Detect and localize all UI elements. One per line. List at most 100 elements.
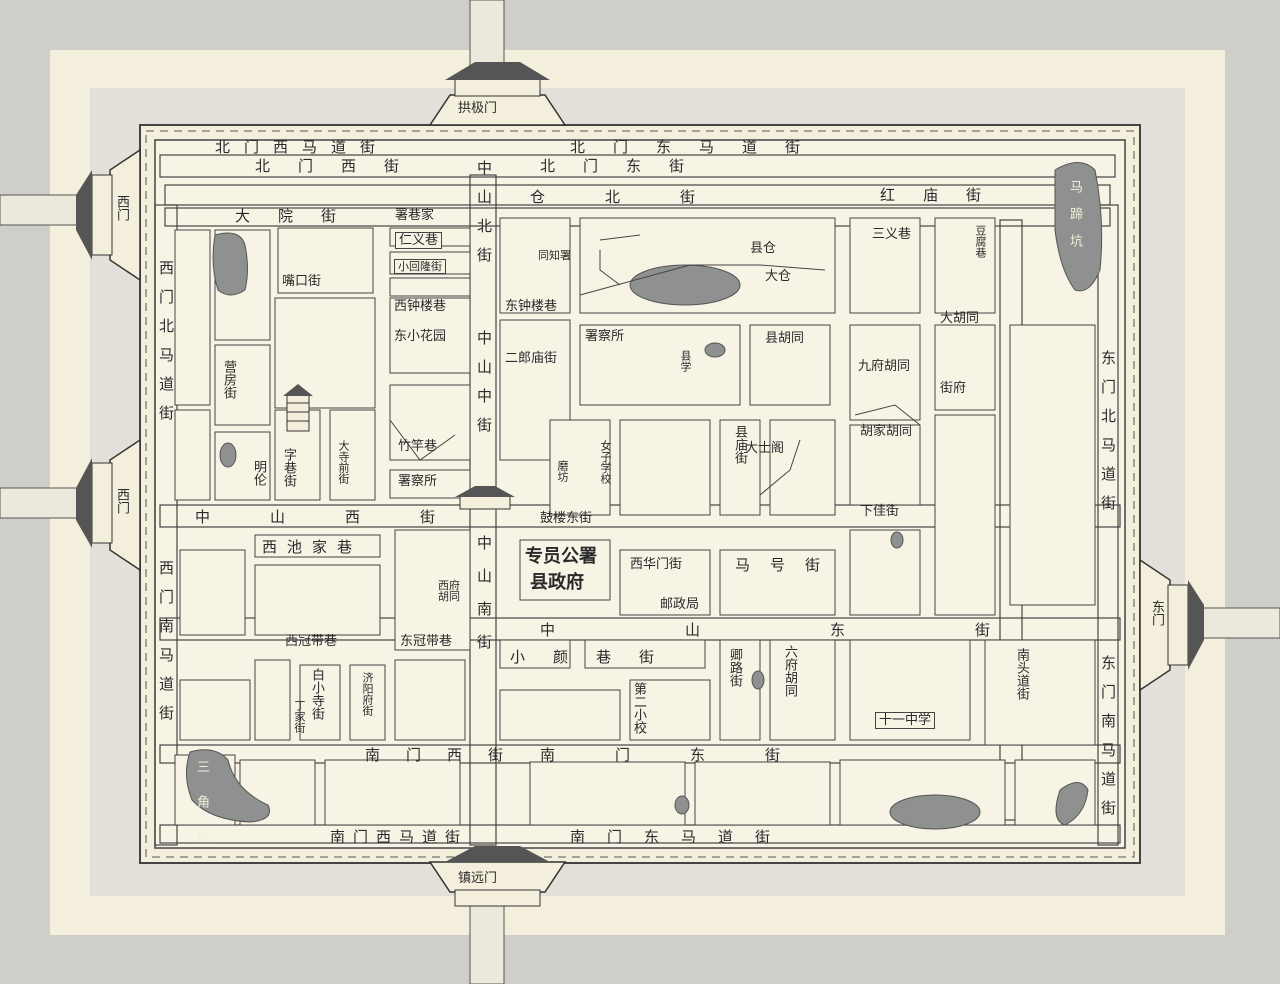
south-bridge [469,895,505,984]
street-nanmen-dong: 南门东街 [540,746,841,764]
west-bridge-north [0,194,91,226]
lane-xizhonglou: 西钟楼巷 [394,299,447,314]
lane-xianxue: 县学 [679,350,692,372]
street-xiaoyan: 小颜巷街 [510,648,683,666]
lane-dahutong: 大胡同 [940,311,980,326]
street-mahao: 马号街 [735,556,841,574]
lane-yingfang: 营房街 [221,360,236,399]
lane-mingxi: 明伦 [251,460,266,486]
crenellation [145,130,1135,858]
drum-tower [455,486,515,510]
pond-madi [1054,162,1103,292]
pond-small4 [751,670,765,690]
lane-doufu: 豆腐巷 [974,225,987,258]
lane-renyi: 仁义巷 [395,232,443,249]
lane-xianhu: 县胡同 [765,331,805,346]
pond-small3 [674,795,690,815]
city-blocks [174,217,1096,826]
street-zhongshan-zhong: 中山中街 [475,330,493,446]
west-gate-tower-north [76,148,141,282]
place-shiyi-zhong: 十一中学 [875,712,936,729]
street-beimen-dong: 北门东街 [540,157,713,175]
west-bridge-south [0,487,91,519]
lane-xifuhutong: 西府胡同 [438,579,460,603]
lane-baixiao: 白小寺街 [309,668,324,720]
street-nan-xi-madao: 南门西马道街 [330,828,469,846]
lane-xiajie: 下佳街 [860,504,900,519]
pond-se1 [889,794,981,830]
east-gate-tower [1139,558,1204,692]
street-zhongshan-xi: 中山西街 [195,508,496,526]
bevel-top [90,88,1185,128]
street-dayuan: 大院街 [235,207,365,225]
lanes [389,234,921,496]
north-gate-tower [428,62,567,126]
lane-luolu: 卿路街 [727,648,742,687]
gate-south-label: 镇远门 [458,871,498,886]
pond-central [629,264,741,306]
street-xi-madao-nan: 西门南马道街 [157,560,175,734]
street-hongmiao: 红庙街 [880,186,1010,204]
pond-sanjiao [186,749,270,823]
pond-small1 [704,342,726,358]
lane-jiyang: 济阳府街 [361,672,374,716]
lane-kouyang: 嘴口街 [282,274,322,289]
lane-xiguandai: 西冠带巷 [285,634,338,649]
street-nan-dong-madao: 南门东马道街 [570,828,793,846]
street-beimen-xi: 北门西街 [255,157,428,175]
lane-xichi: 西池家巷 [262,538,363,556]
place-tongzhi: 同知署 [538,249,571,262]
bevel-bottom [90,858,1185,896]
lane-nugong: 女子学校 [599,440,612,484]
pond-small2 [219,442,237,468]
place-zhuanyuan: 专员公署 [525,546,597,567]
street-bei-dong-madao: 北门东马道街 [570,138,829,156]
lane-dingjia: 丁家街 [293,700,306,733]
lane-liufu: 六府胡同 [782,645,797,697]
place-xiancang: 县仓 [750,241,777,256]
lane-dongxiaohua: 东小花园 [394,329,447,344]
gate-east-label: 东门 [1149,600,1164,626]
street-gulou-dong: 鼓楼东街 [540,511,593,526]
street-xi-madao-bei: 西门北马道街 [157,260,175,434]
pond-small5 [890,531,904,549]
pond-se2 [1055,782,1089,826]
lane-dongguandai: 东冠带巷 [400,634,453,649]
place-chuanpu: 磨坊 [556,460,569,482]
lane-zixiang: 字巷街 [281,448,296,487]
street-xihuamen: 西华门街 [630,557,683,572]
ponds [186,162,1103,830]
place-mashui: 马蹄坑 [1067,180,1082,261]
place-dier-xiaoxue: 第二小校 [631,682,646,734]
street-nanmen-xi: 南门西街 [365,746,530,764]
lane-hujiahutong: 胡家胡同 [860,424,913,439]
lane-xiaohoumiao: 小回隆街 [394,259,446,274]
street-dong-madao-nan: 东门南马道街 [1099,655,1117,829]
west-gate-tower-south [76,438,141,572]
lane-dasijie: 大寺前街 [337,440,350,484]
street-zhongshan-bei: 中山北街 [475,160,493,276]
lane-shuchasuo: 署察所 [398,474,438,489]
street-zhongshan-nan: 中山南街 [475,535,493,667]
street-bei-xi-madao: 北门西马道街 [215,138,390,156]
street-zhongshan-dong: 中山东街 [540,621,1121,639]
bevel-right [1140,88,1185,896]
lane-shuchasuo-east: 署察所 [585,329,625,344]
pagoda [283,384,313,432]
south-gate-tower [428,846,567,907]
lane-dongzhonglou: 东钟楼巷 [505,299,558,314]
street-shujia: 署巷家 [395,208,435,223]
street-cangbei: 仓北街 [530,188,756,206]
place-dashiju: 大士阁 [745,441,785,456]
gate-north-label: 拱极门 [458,101,498,116]
place-youzhengju: 邮政局 [660,597,700,612]
gate-west-label-north: 西门 [114,195,129,221]
lane-xiangmiao: 县庙街 [732,425,747,464]
street-dong-madao-bei: 东门北马道街 [1099,350,1117,524]
gate-west-label-south: 西门 [114,488,129,514]
pond-nw [212,232,248,296]
place-sanjiao: 三角坑 [194,760,209,865]
lane-nantou: 南头道街 [1014,648,1029,700]
